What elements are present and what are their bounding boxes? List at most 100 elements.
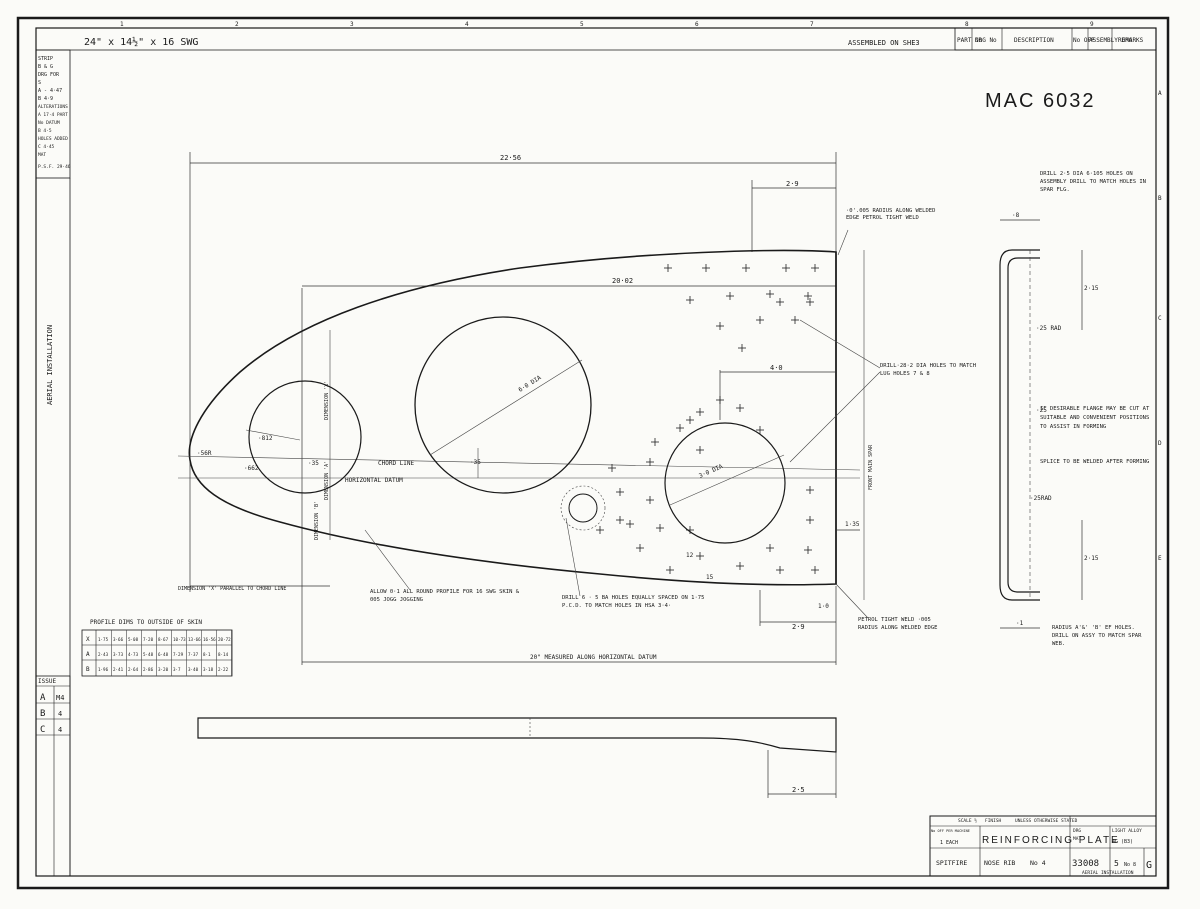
note-allow: ALLOW 0·1 ALL ROUND PROFILE FOR 16 SWG S… — [370, 589, 520, 603]
tb-rib-no: No 4 — [1030, 859, 1046, 867]
outer-frame — [16, 16, 1170, 890]
rivet-hole — [696, 408, 704, 416]
dim-mid: 4·0 — [770, 364, 783, 372]
header-col: No OFF — [1073, 37, 1095, 44]
profile-cell: 2·86 — [143, 667, 154, 672]
tb-finish: FINISH — [985, 818, 1002, 824]
profile-cell: 2·64 — [128, 667, 139, 672]
profile-cell: 5·08 — [128, 637, 139, 642]
strip-row: C 4·45 — [38, 144, 55, 150]
rivet-hole — [766, 544, 774, 552]
rivet-hole — [696, 552, 704, 560]
title-block: SCALE ½ FINISH UNLESS OTHERWISE STATED N… — [929, 815, 1157, 877]
side-dim-flange: ·25 — [1036, 407, 1047, 414]
rivet-hole — [616, 488, 624, 496]
rivet-hole — [736, 404, 744, 412]
rivet-hole — [776, 298, 784, 306]
dim-chord-offset: ·35 — [308, 460, 319, 467]
grid-number: 4 — [465, 21, 469, 28]
profile-cell: 3·20 — [158, 667, 169, 672]
tb-scale: SCALE ½ — [958, 817, 977, 824]
dim-small-hole-offset: ·662 — [244, 465, 259, 472]
tb-group: LIGHT ALLOY — [1112, 828, 1142, 834]
issue-value: 4 — [58, 726, 62, 734]
rivet-hole — [756, 316, 764, 324]
rivet-hole — [636, 544, 644, 552]
tb-aircraft: SPITFIRE — [936, 859, 967, 867]
issue-table: ISSUE A M4 B 4 C 4 — [35, 675, 71, 877]
rivet-hole — [656, 524, 664, 532]
rivet-hole — [782, 264, 790, 272]
issue-letter: A — [40, 693, 46, 703]
parts-list-header: PART No DRG No DESCRIPTION No OFF ASSEMB… — [954, 27, 1157, 51]
grid-letter: C — [1158, 315, 1162, 322]
rivet-hole — [686, 296, 694, 304]
rivet-hole — [726, 292, 734, 300]
main-spar-label: FRONT MAIN SPAR — [868, 444, 874, 490]
note-drill-equally: DRILL 6 · 5 BA HOLES EQUALLY SPACED ON 1… — [562, 595, 705, 609]
dim-top-right: 2·9 — [786, 180, 799, 188]
rivet-hole — [811, 264, 819, 272]
dim-small-hole: ·812 — [258, 435, 273, 442]
rivet-hole — [676, 424, 684, 432]
dimension-a-label: DIMENSION 'A' — [324, 461, 330, 500]
dim-left-offset: ·56R — [197, 450, 212, 457]
side-title: AERIAL INSTALLATION — [46, 325, 54, 405]
tb-installation: AERIAL INSTALLATION — [1082, 870, 1134, 876]
note-drill-spar: DRILL 2·5 DIA 6·105 HOLES ON ASSEMBLY DR… — [1040, 171, 1146, 193]
profile-cell: 3·18 — [203, 667, 214, 672]
grid-letter: B — [1158, 195, 1162, 202]
plate-outline — [188, 249, 837, 586]
rivet-hole — [736, 562, 744, 570]
rivet-hole — [806, 516, 814, 524]
strip-row: No DATUM — [38, 120, 60, 126]
tb-location: NOSE RIB — [984, 859, 1015, 867]
notes: ·0'.005 RADIUS ALONG WELDED EDGE PETROL … — [364, 171, 1150, 647]
rivet-hole — [716, 322, 724, 330]
tb-part-title: REINFORCING PLATE — [982, 835, 1120, 846]
rivet-hole — [806, 486, 814, 494]
tb-fig: No 8 — [1124, 862, 1136, 868]
edge-view: 2·5 — [197, 717, 837, 798]
note-drill-28: DRILL·28·2 DIA HOLES TO MATCH LUG HOLES … — [880, 363, 977, 377]
grid-letter: E — [1158, 555, 1162, 562]
rivet-hole — [651, 438, 659, 446]
grid-number: 8 — [965, 21, 969, 28]
side-dim-top: ·8 — [1012, 212, 1020, 219]
issue-value: M4 — [56, 694, 64, 702]
tb-sheet: 5 — [1114, 859, 1119, 868]
side-radius-b: ·25RAD — [1030, 495, 1052, 502]
strip-row: B 4·9 — [38, 96, 53, 102]
rivet-hole — [756, 426, 764, 434]
side-dim-bottom: ·1 — [1016, 620, 1024, 627]
mac-number: MAC 6032 — [985, 90, 1096, 112]
rivet-hole — [686, 416, 694, 424]
profile-cell: 3·40 — [188, 667, 199, 672]
strip-row: HOLES ADDED — [38, 136, 68, 142]
tb-mat-label: MAT — [1073, 836, 1081, 842]
grid-letters: A B C D E — [1158, 90, 1162, 562]
note-petrol-weld: PETROL TIGHT WELD ·005 RADIUS ALONG WELD… — [858, 617, 938, 631]
profile-cell: 3·73 — [113, 652, 124, 657]
strip-row: ALTERATIONS — [38, 104, 68, 110]
rivet-hole — [804, 546, 812, 554]
angle-note: 12 — [686, 552, 694, 559]
tb-drg-label: DRG — [1073, 828, 1081, 834]
right-lightening-hole — [664, 422, 786, 544]
side-radius: ·25 RAD — [1036, 325, 1062, 332]
grid-letter: A — [1158, 90, 1162, 97]
rivet-hole — [811, 566, 819, 574]
note-flange: IF DESIRABLE FLANGE MAY BE CUT AT SUITAB… — [1040, 406, 1150, 430]
rivet-hole — [806, 298, 814, 306]
tb-no-off: No OFF PER MACHINE — [931, 829, 970, 833]
rivet-hole — [716, 396, 724, 404]
rivet-hole — [804, 292, 812, 300]
horizontal-datum-label: HORIZONTAL DATUM — [345, 477, 403, 484]
strip-row: B & G — [38, 64, 53, 70]
dimension-b-label: DIMENSION 'B' — [314, 501, 320, 540]
profile-cell: 4·73 — [128, 652, 139, 657]
note-radius-top: ·0'.005 RADIUS ALONG WELDED EDGE PETROL … — [846, 208, 936, 221]
header-col: DESCRIPTION — [1014, 37, 1054, 44]
profile-row-label: X — [86, 636, 90, 643]
